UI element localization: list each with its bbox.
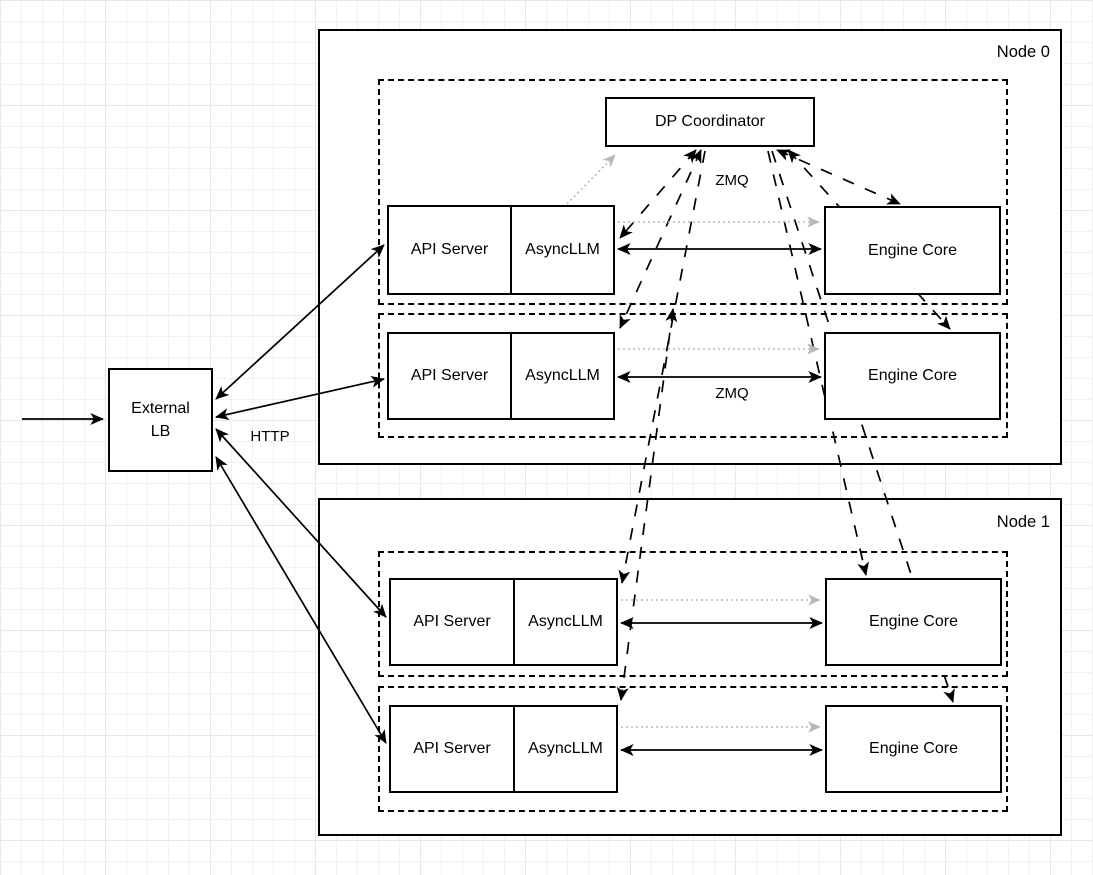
node1-label: Node 1 bbox=[996, 513, 1050, 531]
node0-row1-asyncllm: AsyncLLM bbox=[510, 207, 613, 293]
node1-row2-asyncllm: AsyncLLM bbox=[513, 707, 616, 791]
http-label: HTTP bbox=[250, 428, 290, 445]
node1-row2-api-server: API Server bbox=[413, 740, 491, 757]
zmq-engine-label: ZMQ bbox=[715, 385, 749, 402]
node0-row2-api-async-box: API Server AsyncLLM bbox=[387, 332, 615, 420]
node0-row1-api-async-box: API Server AsyncLLM bbox=[387, 205, 615, 295]
node1-group-row2 bbox=[378, 686, 1008, 812]
zmq-coordinator-label: ZMQ bbox=[715, 172, 749, 189]
external-lb-label-line1: External bbox=[131, 399, 190, 417]
node1-row1-api-async-box: API Server AsyncLLM bbox=[389, 578, 618, 666]
node0-label: Node 0 bbox=[996, 43, 1050, 61]
external-lb-box: External LB bbox=[108, 368, 213, 472]
dp-coordinator-box: DP Coordinator bbox=[605, 97, 815, 147]
node0-row2-engine-core: Engine Core bbox=[824, 332, 1001, 420]
node0-row2-asyncllm: AsyncLLM bbox=[510, 334, 613, 418]
node1-row2-engine-core: Engine Core bbox=[825, 705, 1002, 793]
node0-row1-engine-core: Engine Core bbox=[824, 206, 1001, 295]
node1-row1-engine-core: Engine Core bbox=[825, 578, 1002, 666]
node1-row1-asyncllm: AsyncLLM bbox=[513, 580, 616, 664]
node1-row2-api-async-box: API Server AsyncLLM bbox=[389, 705, 618, 793]
node1-row1-api-server: API Server bbox=[413, 613, 491, 630]
node0-row1-api-server: API Server bbox=[410, 241, 489, 258]
node0-row2-api-server: API Server bbox=[410, 367, 489, 384]
external-lb-label-line2: LB bbox=[150, 423, 171, 440]
